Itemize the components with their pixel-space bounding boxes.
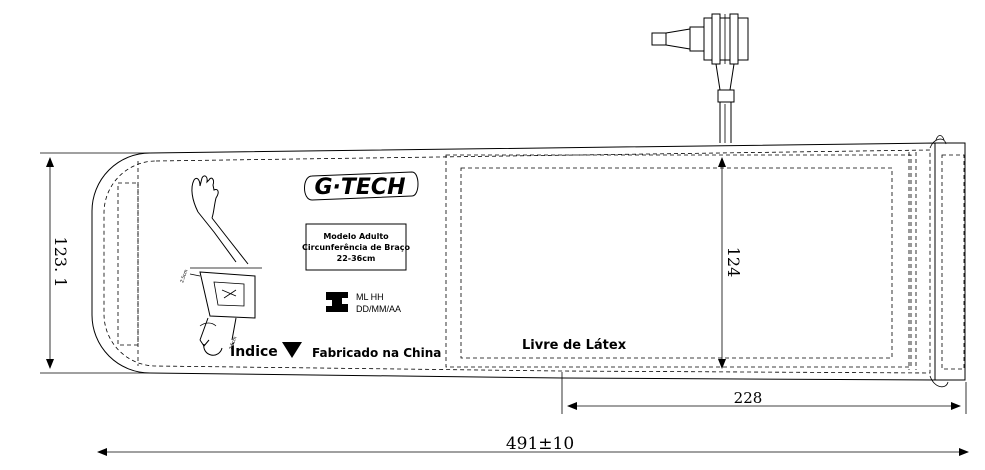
bladder-inner xyxy=(460,167,893,359)
manufacturer-line-1: ML HH xyxy=(356,292,384,302)
index-triangle-icon xyxy=(282,342,302,358)
velcro-right xyxy=(941,154,965,370)
model-line-1: Modelo Adulto xyxy=(323,232,389,241)
cuff-outer-outline xyxy=(91,142,936,381)
latex-free-label: Livre de Látex xyxy=(522,338,627,353)
manufacturer-line-2: DD/MM/AA xyxy=(356,304,401,314)
cuff-body xyxy=(91,135,966,388)
dimension-bladder-width: 228 xyxy=(561,372,967,414)
model-label-box: Modelo Adulto Circunferência de Braço 22… xyxy=(302,223,410,271)
model-line-2: Circunferência de Braço xyxy=(302,242,410,252)
tube-connector xyxy=(651,13,749,143)
index-label: Índice xyxy=(230,343,278,360)
cuff-inner-seam xyxy=(103,149,931,374)
manufacturer-block: ML HH DD/MM/AA xyxy=(326,292,401,314)
arm-marking-bottom: 2.5cm xyxy=(228,336,238,351)
dimension-height-label: 123. 1 xyxy=(51,237,70,288)
cuff-on-arm xyxy=(199,271,256,319)
arm-pictogram-icon: 2.5cm 2.5cm xyxy=(179,175,262,356)
logo-text: G·TECH xyxy=(314,175,405,200)
dimension-total-length-label: 491±10 xyxy=(506,434,574,454)
velcro-left xyxy=(117,182,139,346)
dimension-bladder-height: 124 xyxy=(718,157,743,369)
dimension-total-length: 491±10 xyxy=(97,434,969,456)
dimension-bladder-height-label: 124 xyxy=(724,247,743,278)
dimension-bladder-width-label: 228 xyxy=(734,389,763,407)
arm-marking-top: 2.5cm xyxy=(179,269,189,284)
model-line-3: 22-36cm xyxy=(337,254,376,263)
gtech-logo: G·TECH xyxy=(304,171,419,201)
bladder-outer xyxy=(445,154,912,368)
dimension-height: 123. 1 xyxy=(40,152,150,374)
factory-icon xyxy=(326,292,348,312)
made-in-label: Fabricado na China xyxy=(312,346,441,360)
rotation-arrow-icon xyxy=(203,343,223,356)
